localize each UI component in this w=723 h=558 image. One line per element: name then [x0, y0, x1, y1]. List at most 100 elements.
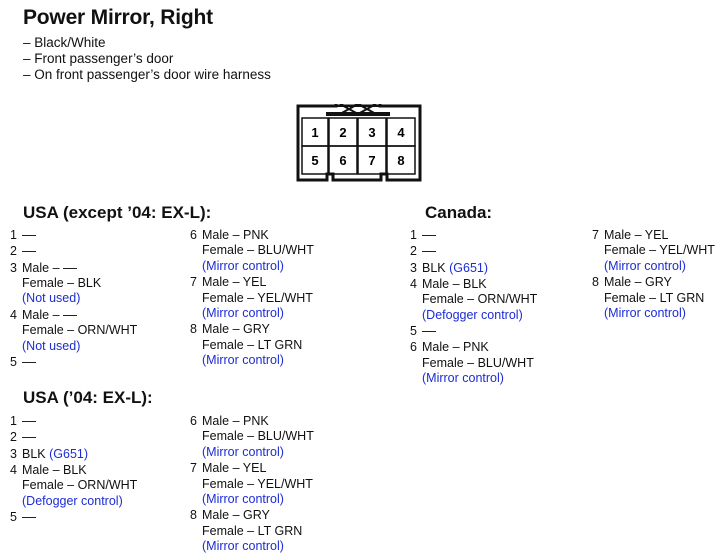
pin-label-8: 8: [397, 153, 404, 168]
pin-label-2: 2: [339, 125, 346, 140]
not-used-dash: [422, 251, 436, 253]
wire-color: Male – PNK: [202, 414, 269, 428]
terminal-1: 1: [10, 228, 137, 243]
function-note: (Defogger control): [422, 307, 523, 322]
function-note: (Mirror control): [604, 258, 686, 273]
connector-latch-bar: [326, 112, 390, 116]
wire-color: Female – BLU/WHT: [202, 429, 314, 444]
wire-color: Male – YEL: [604, 228, 669, 242]
not-used-dash: [422, 331, 436, 332]
terminal-number: 4: [10, 307, 17, 322]
not-used-dash: [63, 314, 77, 316]
function-note: (Not used): [22, 291, 81, 306]
terminal-number: 2: [10, 244, 17, 259]
not-used-dash: [22, 361, 36, 363]
terminal-number: 1: [10, 414, 17, 428]
terminal-1: 1: [410, 228, 537, 243]
wire-color: Female – BLU/WHT: [422, 355, 534, 370]
not-used-dash: [422, 235, 436, 236]
function-note: (Mirror control): [202, 258, 284, 273]
function-note: (Mirror control): [202, 491, 284, 506]
not-used-dash: [22, 517, 36, 518]
pin-label-4: 4: [397, 125, 405, 140]
terminal-3: 3 BLK (G651): [10, 447, 137, 462]
page-title: Power Mirror, Right: [23, 6, 213, 29]
function-note: (Mirror control): [422, 371, 504, 386]
terminal-number: 6: [190, 228, 197, 242]
ground-ref: (G651): [449, 260, 489, 275]
wire-color: Male – GRY: [202, 322, 270, 337]
function-note: (Mirror control): [202, 539, 284, 554]
wire-color: Male – YEL: [202, 461, 267, 476]
terminal-number: 2: [410, 244, 417, 259]
terminal-number: 8: [190, 508, 197, 523]
wire-color: Female – ORN/WHT: [422, 292, 538, 307]
pin-label-7: 7: [368, 153, 375, 168]
terminal-5: 5: [10, 355, 137, 370]
terminal-2: 2: [10, 430, 137, 445]
heading-canada: Canada:: [425, 203, 493, 222]
wire-color: Female – ORN/WHT: [22, 478, 138, 493]
wire-color: Female – YEL/WHT: [202, 290, 313, 305]
terminal-5: 5: [410, 324, 537, 339]
terminal-number: 3: [10, 260, 17, 275]
heading-usa-04: USA (’04: EX-L):: [23, 388, 153, 407]
pin-grid: [301, 117, 416, 175]
wire-color: BLK: [422, 260, 450, 275]
wire-color: BLK: [22, 446, 50, 461]
terminal-1: 1: [10, 414, 137, 429]
terminal-number: 7: [190, 275, 197, 290]
function-note: (Defogger control): [22, 493, 123, 508]
wire-color: Male – GRY: [604, 275, 672, 290]
wire-color: Female – BLU/WHT: [202, 243, 314, 258]
wire-color: Male – YEL: [202, 275, 267, 290]
terminal-number: 3: [10, 446, 17, 461]
function-note: (Mirror control): [202, 444, 284, 459]
pin-label-1: 1: [311, 125, 318, 140]
wire-color: Female – BLK: [22, 276, 102, 290]
detail-location: – Front passenger’s door: [23, 51, 174, 66]
wire-color: Male – BLK: [22, 462, 87, 477]
pin-label-6: 6: [339, 153, 346, 168]
wire-color: Male – PNK: [422, 340, 489, 355]
not-used-dash: [22, 421, 36, 422]
wire-color: Male –: [22, 260, 63, 275]
terminal-3: 3 BLK (G651): [410, 261, 537, 276]
terminal-number: 2: [10, 430, 17, 445]
terminal-number: 5: [10, 354, 17, 369]
terminal-number: 5: [10, 510, 17, 524]
ground-ref: (G651): [49, 446, 89, 461]
pin-label-3: 3: [368, 125, 375, 140]
not-used-dash: [22, 437, 36, 439]
terminal-number: 3: [410, 260, 417, 275]
wire-color: Female – LT GRN: [202, 523, 303, 538]
not-used-dash: [63, 267, 77, 269]
terminal-number: 1: [410, 228, 417, 242]
not-used-dash: [22, 251, 36, 253]
wire-color: Male – GRY: [202, 508, 270, 523]
wire-color: Female – ORN/WHT: [22, 323, 138, 338]
wire-color: Male – BLK: [422, 276, 487, 291]
terminal-number: 6: [190, 414, 197, 428]
terminal-number: 7: [592, 228, 599, 242]
wire-color: Male – PNK: [202, 228, 269, 242]
terminal-2: 2: [10, 244, 137, 259]
detail-color: – Black/White: [23, 35, 106, 50]
wire-color: Female – LT GRN: [202, 337, 303, 352]
